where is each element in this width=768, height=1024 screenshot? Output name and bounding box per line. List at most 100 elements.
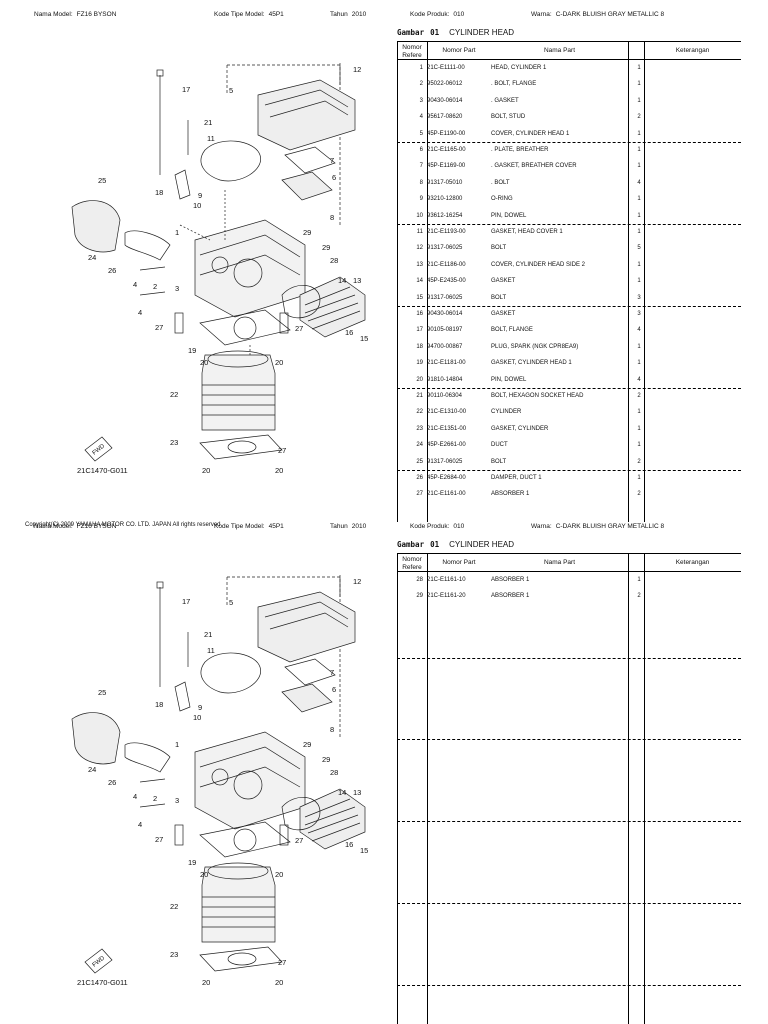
part-name: BOLT [491, 294, 507, 301]
svg-text:15: 15 [360, 846, 368, 855]
svg-text:10: 10 [193, 201, 201, 210]
part-name: COVER, CYLINDER HEAD 1 [491, 130, 570, 137]
quantity: 1 [637, 261, 641, 268]
cylinder [201, 354, 276, 431]
parts-table: Nomor Refere Nomor Part Nama Part Ketera… [397, 41, 741, 522]
head-gasket [199, 309, 291, 346]
group-divider [397, 658, 741, 659]
part-number: 95617-08620 [427, 114, 463, 121]
svg-text:4: 4 [133, 792, 137, 801]
part-name: BOLT, STUD [491, 114, 526, 121]
svg-text:29: 29 [322, 755, 330, 764]
group-divider [397, 388, 741, 389]
group-divider [397, 903, 741, 904]
svg-text:20: 20 [200, 358, 208, 367]
svg-text:20: 20 [202, 978, 210, 987]
svg-text:13: 13 [353, 788, 361, 797]
quantity: 4 [637, 179, 641, 186]
ref-number: 11 [416, 229, 423, 235]
svg-text:18: 18 [155, 700, 163, 709]
quantity: 1 [637, 65, 641, 71]
svg-text:24: 24 [88, 253, 96, 262]
quantity: 1 [637, 163, 641, 170]
part-number: 21C-E1111-00 [427, 65, 465, 71]
part-number: 21C-E1165-00 [427, 147, 466, 153]
svg-text:16: 16 [345, 328, 353, 337]
model-name: Nama Model:FZ16 BYSON [34, 11, 117, 18]
quantity: 1 [637, 81, 641, 88]
catalog-page-1: Nama Model:FZ16 BYSON Kode Tipe Model:45… [25, 11, 741, 528]
part-name: DUCT [491, 442, 508, 449]
part-number: 91317-06025 [427, 245, 463, 252]
svg-text:4: 4 [138, 308, 142, 317]
ref-number: 15 [416, 294, 423, 301]
group-divider [397, 224, 741, 225]
ref-number: 16 [416, 311, 423, 317]
col-nomor-refere: Nomor Refere [402, 556, 422, 571]
quantity: 1 [637, 577, 641, 583]
svg-text:23: 23 [170, 950, 178, 959]
svg-text:22: 22 [170, 902, 178, 911]
svg-text:27: 27 [155, 835, 163, 844]
ref-number: 8 [419, 179, 423, 186]
svg-text:29: 29 [322, 243, 330, 252]
part-name: ABSORBER 1 [491, 593, 530, 600]
ref-number: 19 [416, 360, 423, 367]
svg-text:16: 16 [345, 840, 353, 849]
svg-text:27: 27 [278, 446, 286, 455]
svg-text:7: 7 [330, 668, 334, 677]
part-number: 90110-06304 [427, 393, 462, 399]
ref-number: 26 [416, 475, 423, 481]
svg-text:14: 14 [338, 276, 346, 285]
svg-text:20: 20 [275, 978, 283, 987]
col-nomor-part: Nomor Part [442, 559, 476, 566]
part-number: 90105-08197 [427, 327, 463, 334]
quantity: 5 [637, 245, 641, 252]
ref-number: 28 [416, 577, 423, 583]
col-keterangan: Keterangan [675, 47, 710, 54]
ref-number: 12 [416, 245, 423, 252]
svg-text:17: 17 [182, 597, 190, 606]
part-name: BOLT [491, 458, 507, 465]
quantity: 1 [637, 442, 641, 449]
part-number: 21C-E1181-00 [427, 360, 466, 367]
ref-number: 1 [419, 65, 423, 71]
side-gasket [281, 285, 321, 319]
svg-text:11: 11 [207, 646, 215, 655]
ref-number: 17 [416, 327, 423, 334]
svg-text:27: 27 [155, 323, 163, 332]
svg-text:14: 14 [338, 788, 346, 797]
part-number: 90430-06014 [427, 97, 463, 104]
part-number: 21C-E1161-00 [427, 491, 466, 498]
svg-text:7: 7 [330, 156, 334, 165]
col-keterangan: Keterangan [675, 559, 710, 566]
ref-number: 27 [416, 491, 423, 498]
quantity: 1 [637, 97, 641, 104]
part-name: GASKET [491, 311, 516, 317]
svg-text:21: 21 [204, 630, 212, 639]
svg-text:20: 20 [202, 466, 210, 475]
ref-number: 3 [419, 97, 423, 104]
quantity: 3 [637, 294, 641, 301]
quantity: 1 [637, 212, 641, 219]
svg-text:27: 27 [278, 958, 286, 967]
color: Warna:C-DARK BLUISH GRAY METALLIC 8 [531, 11, 665, 18]
part-number: 95022-06012 [427, 81, 463, 88]
part-name: HEAD, CYLINDER 1 [491, 65, 547, 71]
ref-number: 25 [416, 458, 423, 465]
ref-number: 7 [419, 163, 423, 170]
quantity: 4 [637, 376, 641, 383]
